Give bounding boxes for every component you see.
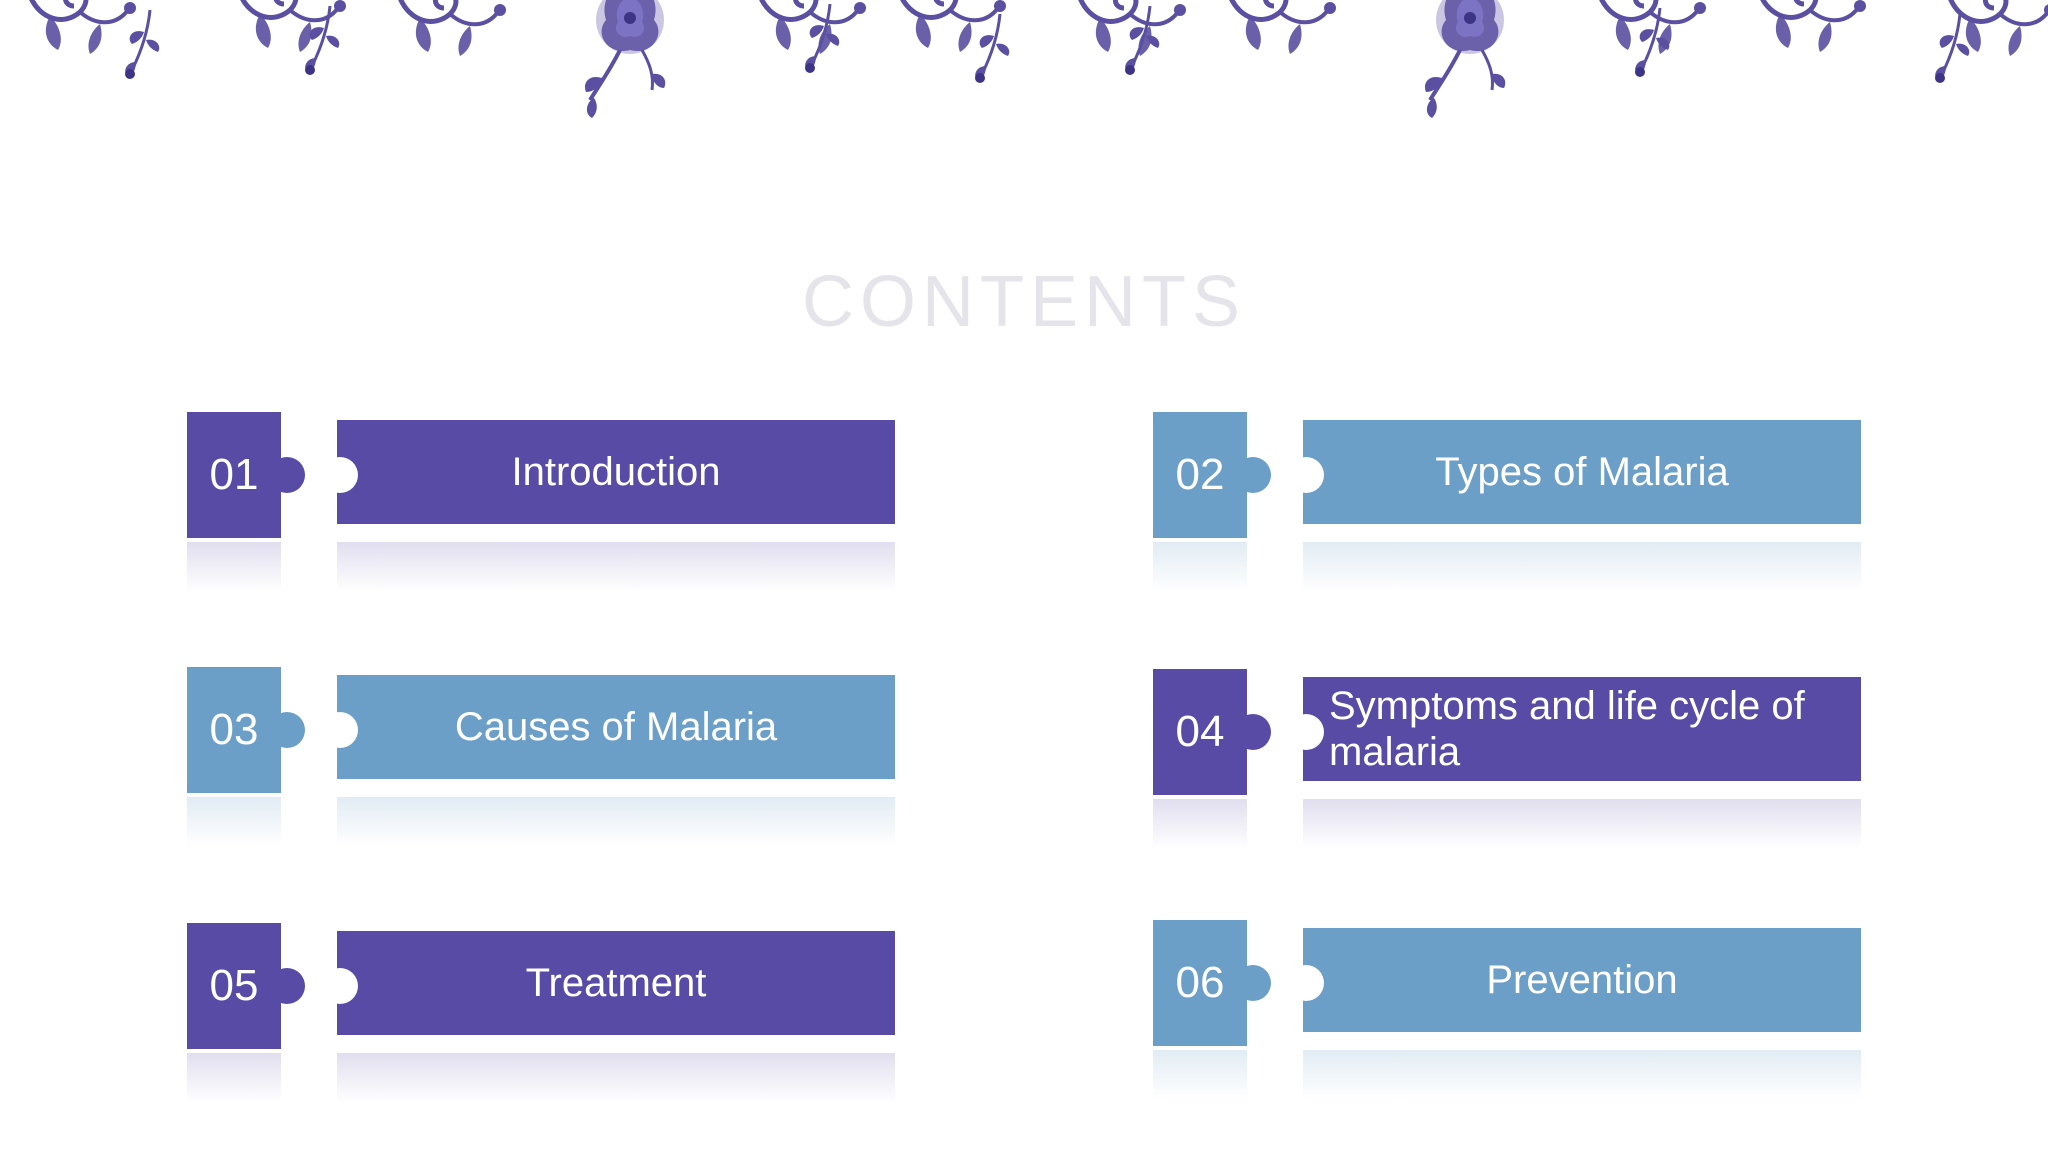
contents-item-treatment[interactable]: 05 Treatment: [187, 923, 927, 1103]
item-label: Introduction: [337, 420, 895, 524]
puzzle-notch-icon: [1288, 457, 1324, 493]
item-reflection: [1153, 1050, 1861, 1100]
item-label: Treatment: [337, 931, 895, 1035]
contents-item-causes-of-malaria[interactable]: 03 Causes of Malaria: [187, 667, 927, 847]
puzzle-notch-icon: [322, 968, 358, 1004]
item-reflection: [187, 1053, 895, 1103]
puzzle-knob-icon: [1235, 965, 1271, 1001]
item-label: Types of Malaria: [1303, 420, 1861, 524]
puzzle-notch-icon: [1288, 714, 1324, 750]
puzzle-notch-icon: [322, 712, 358, 748]
item-label: Causes of Malaria: [337, 675, 895, 779]
item-reflection: [187, 542, 895, 592]
contents-item-prevention[interactable]: 06 Prevention: [1153, 920, 1893, 1100]
floral-border-decoration: [0, 0, 2048, 120]
item-label: Prevention: [1303, 928, 1861, 1032]
page-title: CONTENTS: [802, 262, 1246, 342]
item-number: 01: [187, 412, 281, 538]
contents-item-introduction[interactable]: 01 Introduction: [187, 412, 927, 592]
puzzle-notch-icon: [322, 457, 358, 493]
item-label: Symptoms and life cycle of malaria: [1303, 677, 1861, 781]
item-number: 03: [187, 667, 281, 793]
contents-item-types-of-malaria[interactable]: 02 Types of Malaria: [1153, 412, 1893, 592]
puzzle-knob-icon: [269, 968, 305, 1004]
puzzle-knob-icon: [1235, 457, 1271, 493]
item-number: 02: [1153, 412, 1247, 538]
item-reflection: [1153, 542, 1861, 592]
item-number: 04: [1153, 669, 1247, 795]
puzzle-knob-icon: [269, 457, 305, 493]
puzzle-knob-icon: [269, 712, 305, 748]
puzzle-knob-icon: [1235, 714, 1271, 750]
item-number: 06: [1153, 920, 1247, 1046]
item-reflection: [1153, 799, 1861, 849]
contents-item-symptoms-and-life-cycle[interactable]: 04 Symptoms and life cycle of malaria: [1153, 669, 1893, 849]
item-number: 05: [187, 923, 281, 1049]
puzzle-notch-icon: [1288, 965, 1324, 1001]
item-reflection: [187, 797, 895, 847]
